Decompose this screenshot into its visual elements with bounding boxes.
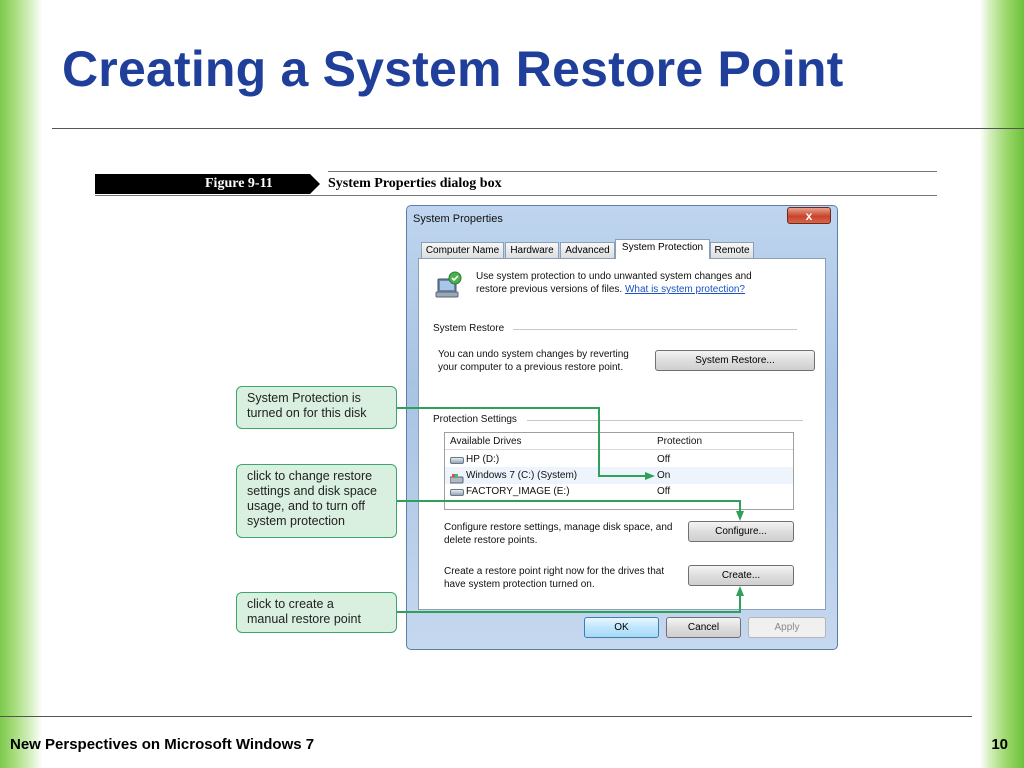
protection-settings-heading: Protection Settings xyxy=(433,414,517,425)
create-desc-1: Create a restore point right now for the… xyxy=(444,566,665,577)
configure-desc-1: Configure restore settings, manage disk … xyxy=(444,522,673,533)
column-header-drives[interactable]: Available Drives xyxy=(450,436,522,447)
connector-line xyxy=(598,407,600,477)
drive-protection: Off xyxy=(657,486,671,497)
callout-text-line: System Protection is xyxy=(247,391,361,405)
callout-text-line: system protection xyxy=(247,514,345,528)
callout-create: click to create a manual restore point xyxy=(236,592,397,633)
section-divider xyxy=(513,329,797,330)
column-header-protection[interactable]: Protection xyxy=(657,436,703,447)
dialog-title: System Properties xyxy=(413,213,503,225)
callout-configure: click to change restore settings and dis… xyxy=(236,464,397,538)
system-restore-heading: System Restore xyxy=(433,323,505,334)
cancel-button[interactable]: Cancel xyxy=(666,617,741,638)
connector-line xyxy=(397,407,599,409)
drive-icon xyxy=(450,489,464,496)
right-green-bar xyxy=(980,0,1024,768)
figure-label-bar xyxy=(95,174,310,194)
intro-line-2: restore previous versions of files. What… xyxy=(476,284,745,296)
figure-number: Figure 9-11 xyxy=(205,176,273,191)
figure-label-arrow xyxy=(310,174,320,194)
system-restore-button[interactable]: System Restore... xyxy=(655,350,815,371)
callout-text-line: usage, and to turn off xyxy=(247,499,365,513)
connector-line xyxy=(397,500,741,502)
connector-line xyxy=(397,611,741,613)
what-is-system-protection-link[interactable]: What is system protection? xyxy=(624,284,745,295)
intro-line-1: Use system protection to undo unwanted s… xyxy=(476,271,752,282)
create-button[interactable]: Create... xyxy=(688,565,794,586)
arrow-down-icon xyxy=(736,511,744,521)
callout-text-line: settings and disk space xyxy=(247,484,377,498)
drive-icon xyxy=(450,457,464,464)
create-desc-2: have system protection turned on. xyxy=(444,579,595,590)
drive-protection: On xyxy=(657,470,671,481)
footer-divider xyxy=(0,716,972,717)
tab-system-protection[interactable]: System Protection xyxy=(615,239,710,259)
arrow-up-icon xyxy=(736,586,744,596)
tab-computer-name[interactable]: Computer Name xyxy=(421,242,504,259)
arrow-right-icon xyxy=(645,472,655,480)
slide-title: Creating a System Restore Point xyxy=(62,41,844,97)
connector-line xyxy=(598,475,646,477)
callout-text-line: click to change restore xyxy=(247,469,373,483)
tab-hardware[interactable]: Hardware xyxy=(505,242,559,259)
tab-remote[interactable]: Remote xyxy=(710,242,754,259)
tab-advanced[interactable]: Advanced xyxy=(560,242,615,259)
configure-button[interactable]: Configure... xyxy=(688,521,794,542)
callout-protection-on: System Protection is turned on for this … xyxy=(236,386,397,429)
figure-caption: System Properties dialog box xyxy=(328,176,502,191)
configure-desc-2: delete restore points. xyxy=(444,535,538,546)
system-protection-icon xyxy=(433,270,463,300)
list-header-divider xyxy=(445,449,793,450)
callout-text-line: manual restore point xyxy=(247,612,361,626)
figure-rule-top xyxy=(328,171,937,172)
callout-text-line: turned on for this disk xyxy=(247,406,367,420)
connector-line xyxy=(739,500,741,512)
restore-desc-1: You can undo system changes by reverting xyxy=(438,349,629,360)
drive-name: HP (D:) xyxy=(466,454,500,465)
system-drive-icon xyxy=(449,471,464,484)
callout-text-line: click to create a xyxy=(247,597,334,611)
close-button[interactable]: x xyxy=(787,207,831,224)
drive-name: Windows 7 (C:) (System) xyxy=(466,470,578,481)
section-divider xyxy=(527,420,803,421)
ok-button[interactable]: OK xyxy=(584,617,659,638)
drive-name: FACTORY_IMAGE (E:) xyxy=(466,486,570,497)
restore-desc-2: your computer to a previous restore poin… xyxy=(438,362,624,373)
title-divider xyxy=(52,128,1024,129)
footer-course-title: New Perspectives on Microsoft Windows 7 xyxy=(10,736,315,753)
page-number: 10 xyxy=(991,736,1008,753)
figure-rule-bottom xyxy=(95,195,937,196)
left-green-bar xyxy=(0,0,42,768)
drive-protection: Off xyxy=(657,454,671,465)
intro-text: restore previous versions of files. xyxy=(476,284,623,295)
apply-button[interactable]: Apply xyxy=(748,617,826,638)
connector-line xyxy=(739,595,741,613)
